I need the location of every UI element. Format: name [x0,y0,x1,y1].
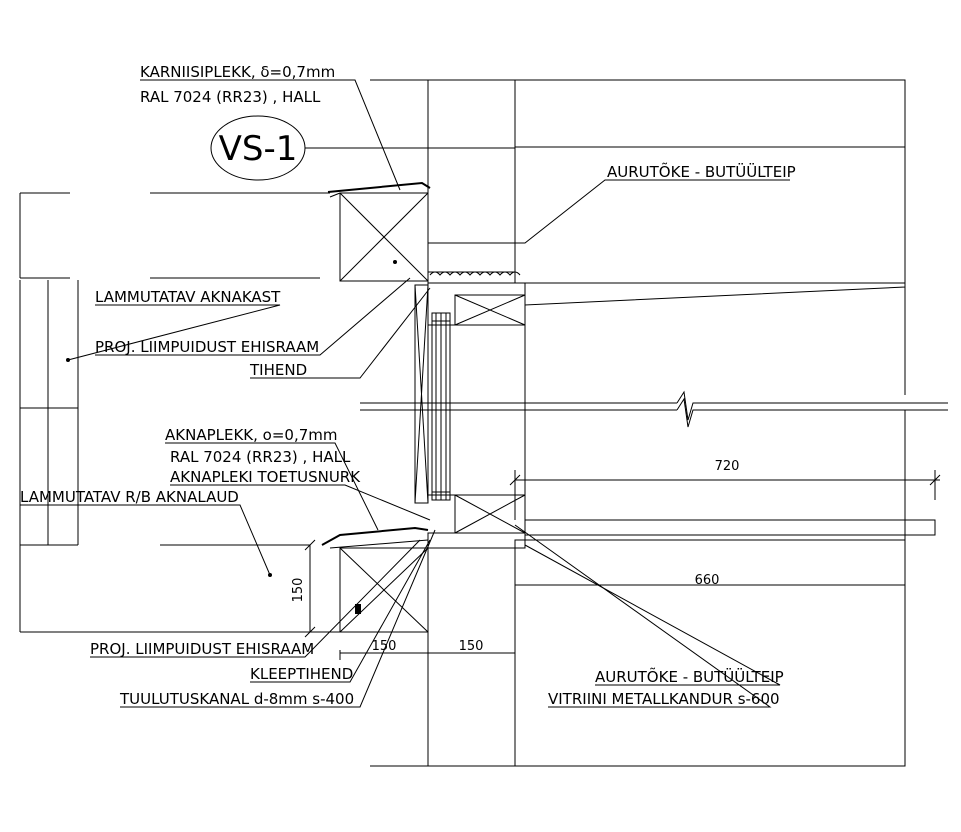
dim-660: 660 [695,573,720,588]
new-window-frame [414,282,526,549]
label-tihend: TIHEND [249,361,307,379]
label-proj-ehisraam-bottom: PROJ. LIIMPUIDUST EHISRAAM [90,640,314,658]
dim-150-a: 150 [372,639,397,654]
detail-tag: VS-1 [210,115,515,181]
detail-tag-text: VS-1 [219,129,298,169]
label-karniisiplekk-2: RAL 7024 (RR23) , HALL [140,88,321,106]
dim-150-b: 150 [459,639,484,654]
insulation-layer [427,79,521,767]
label-proj-ehisraam-top: PROJ. LIIMPUIDUST EHISRAAM [95,338,319,356]
label-karniisiplekk-1: KARNIISIPLEKK, δ=0,7mm [140,63,335,81]
interior-shelf [515,519,936,541]
label-aknapleki-toetusnurk: AKNAPLEKI TOETUSNURK [170,468,361,486]
label-kleeptihend: KLEEPTIHEND [250,665,353,683]
head-plaster [524,282,906,306]
label-vitriini: VITRIINI METALLKANDUR s-600 [548,690,780,708]
masonry-wall [514,79,906,767]
label-aknaplekk-1: AKNAPLEKK, o=0,7mm [165,426,338,444]
existing-window-box [19,192,340,633]
label-aurutoke-bottom: AURUTÕKE - BUTÜÜLTEIP [595,667,784,686]
label-aurutoke-top: AURUTÕKE - BUTÜÜLTEIP [607,162,796,181]
label-aknaplekk-2: RAL 7024 (RR23) , HALL [170,448,351,466]
label-lammutatav-aknakast: LAMMUTATAV AKNAKAST [95,288,281,306]
leader-lines [20,79,790,708]
dim-150-vertical: 150 [291,578,306,603]
break-line [360,390,948,428]
dimension-lines [304,470,941,660]
dim-720: 720 [715,459,740,474]
window-sill-assembly [321,526,515,654]
label-tuulutuskanal: TUULUTUSKANAL d-8mm s-400 [119,690,354,708]
label-lammutatav-aknalaud: LAMMUTATAV R/B AKNALAUD [20,488,239,506]
window-head-frame [327,181,431,282]
